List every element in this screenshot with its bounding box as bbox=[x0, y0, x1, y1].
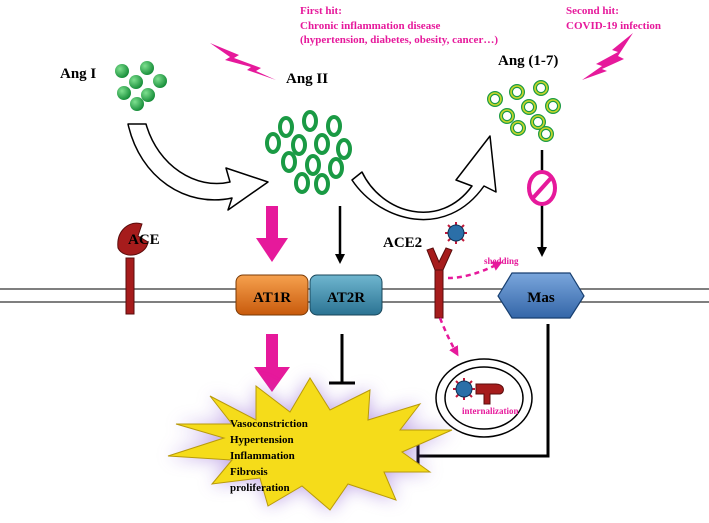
at2r-inhibits-effects bbox=[329, 334, 355, 385]
ace2-internalized-icon bbox=[475, 383, 504, 405]
ang2-ring bbox=[281, 151, 297, 173]
at2r-receptor: AT2R bbox=[309, 274, 383, 316]
mas-label: Mas bbox=[527, 290, 555, 306]
first-hit-label: First hit: Chronic inflammation disease … bbox=[300, 5, 498, 46]
at1r-to-effects-arrow bbox=[254, 334, 290, 392]
ang2-label: Ang II bbox=[286, 71, 328, 87]
ang17-cluster bbox=[487, 80, 561, 142]
at2r-label: AT2R bbox=[327, 290, 365, 306]
effect-item: Inflammation bbox=[230, 450, 295, 462]
first-hit-title: First hit: bbox=[300, 5, 342, 17]
shedding-label: shedding bbox=[484, 256, 519, 266]
first-hit-line1: Chronic inflammation disease bbox=[300, 20, 440, 32]
ang2-to-at1r-arrow bbox=[256, 206, 288, 262]
second-hit-label: Second hit: COVID-19 infection bbox=[566, 5, 661, 32]
internalization-vesicle bbox=[435, 358, 533, 438]
ace2-label: ACE2 bbox=[383, 235, 422, 251]
ace2-receptor bbox=[426, 247, 453, 319]
at1r-receptor: AT1R bbox=[235, 274, 309, 316]
ang2-ring bbox=[305, 154, 321, 176]
internalization-arrow bbox=[438, 317, 459, 357]
ang1-ball bbox=[115, 64, 129, 78]
ang1-ball bbox=[117, 86, 131, 100]
lightning-bolt-icon bbox=[210, 43, 276, 80]
ang2-ring bbox=[265, 132, 281, 154]
ang2-ring bbox=[294, 172, 310, 194]
ang2-ring bbox=[302, 110, 318, 132]
burst-shape bbox=[167, 377, 453, 511]
ang2-ring bbox=[314, 133, 330, 155]
ace-receptor bbox=[117, 222, 149, 315]
effect-item: proliferation bbox=[230, 482, 290, 494]
mas-receptor: Mas bbox=[497, 272, 585, 319]
shedding-arrow bbox=[447, 261, 503, 280]
ang2-cluster bbox=[265, 110, 352, 195]
first-hit-line2: (hypertension, diabetes, obesity, cancer… bbox=[300, 34, 498, 46]
ace-conversion-arrow bbox=[127, 123, 269, 211]
ang1-ball bbox=[141, 88, 155, 102]
lightning-bolt-icon bbox=[582, 33, 633, 80]
ang1-cluster bbox=[115, 61, 167, 111]
at1r-label: AT1R bbox=[253, 290, 291, 306]
effects-burst: VasoconstrictionHypertensionInflammation… bbox=[167, 377, 453, 511]
internalization-label: internalization bbox=[462, 406, 519, 416]
effects-list: VasoconstrictionHypertensionInflammation… bbox=[230, 418, 308, 494]
second-hit-line1: COVID-19 infection bbox=[566, 20, 661, 32]
coronavirus-icon bbox=[453, 378, 475, 400]
ang2-ring bbox=[278, 116, 294, 138]
effect-item: Vasoconstriction bbox=[230, 418, 308, 430]
effect-item: Fibrosis bbox=[230, 466, 268, 478]
ang2-ring bbox=[328, 157, 344, 179]
second-hit-title: Second hit: bbox=[566, 5, 619, 17]
ang1-ball bbox=[140, 61, 154, 75]
ang17-label: Ang (1-7) bbox=[498, 53, 558, 69]
coronavirus-icon bbox=[445, 222, 467, 244]
ang2-ring bbox=[314, 173, 330, 195]
ang1-label: Ang I bbox=[60, 66, 96, 82]
ang2-ring bbox=[291, 134, 307, 156]
ang1-ball bbox=[129, 75, 143, 89]
ang2-ring bbox=[336, 138, 352, 160]
effect-item: Hypertension bbox=[230, 434, 294, 446]
ace-label: ACE bbox=[128, 232, 160, 248]
ang2-ring bbox=[326, 115, 342, 137]
inhibition-icon bbox=[527, 170, 557, 206]
ang1-ball bbox=[130, 97, 144, 111]
ace2-conversion-arrow bbox=[351, 135, 497, 221]
ang1-ball bbox=[153, 74, 167, 88]
